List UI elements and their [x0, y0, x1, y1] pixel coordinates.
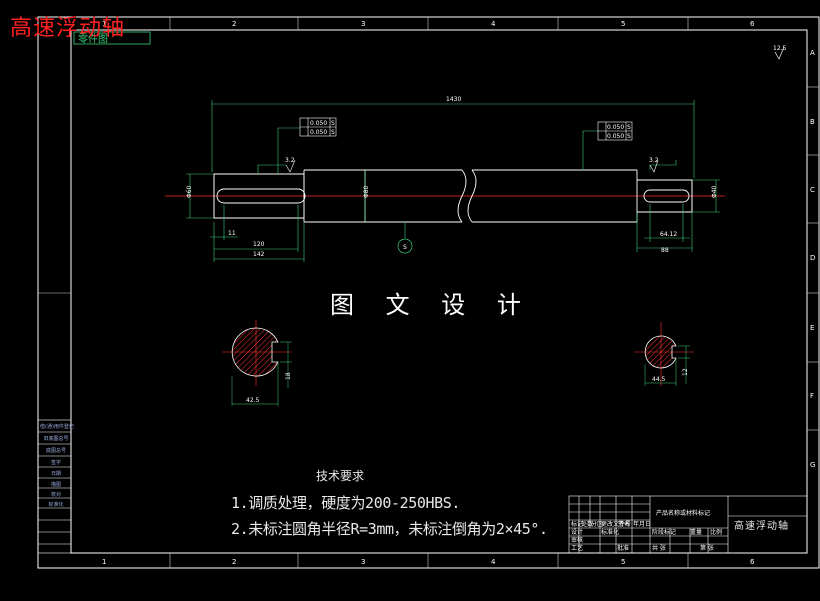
- dimension-lines: [186, 100, 720, 262]
- col-marker-5-bottom: 5: [621, 558, 625, 566]
- side-panel-item-4: 签字: [50, 460, 61, 466]
- tb-cell-approve: 批准: [617, 544, 629, 552]
- tb-company: 产品名称或材料标记: [656, 509, 710, 517]
- dim-right-diameter: Φ40: [711, 185, 718, 198]
- side-panel-grid: [37, 419, 72, 554]
- part-drawing-tag: [73, 31, 151, 45]
- roughness-right-icon: [649, 159, 659, 173]
- section-marker-circle: [397, 238, 413, 254]
- part-drawing-tag-text: 零件图: [78, 33, 108, 45]
- tb-cell-design: 设计: [571, 528, 583, 536]
- col-marker-1-top: 1: [102, 20, 106, 28]
- roughness-left: 3.2: [285, 157, 295, 164]
- side-panel-item-7: 校对: [50, 492, 61, 498]
- dim-keyway-offset: 11: [228, 230, 236, 237]
- col-marker-6-top: 6: [750, 20, 755, 28]
- tb-cell-scale: 比例: [710, 528, 722, 536]
- tol-right-datum-1: S: [627, 124, 631, 131]
- tb-cell-sign: 签名: [618, 520, 630, 528]
- drawing-title: 高速浮动轴: [10, 16, 126, 41]
- section-view-right: [634, 322, 694, 386]
- tolerance-frame-right: [597, 121, 633, 141]
- side-panel-item-2: 旧底图总号: [43, 436, 69, 442]
- col-marker-3-top: 3: [361, 20, 365, 28]
- tb-cell-review: 审核: [571, 536, 583, 544]
- side-panel-item-8: 标准化: [48, 502, 64, 508]
- tb-cell-mark: 标记: [571, 520, 583, 528]
- dim-left-step: 142: [253, 251, 265, 258]
- section-right-key: 12: [682, 368, 689, 376]
- dim-mid-diameter: Φ80: [363, 185, 370, 198]
- row-marker-e: E: [810, 324, 814, 332]
- dim-right-step: 88: [661, 247, 669, 254]
- tb-cell-stage: 阶段标记: [652, 528, 676, 536]
- dim-right-keyway: 64.12: [660, 231, 677, 238]
- section-view-left: [222, 320, 292, 406]
- tb-cell-process: 工艺: [571, 544, 583, 552]
- outer-frame: [37, 16, 820, 569]
- roughness-left-icon: [285, 159, 296, 173]
- tol-left-2: 0.050: [310, 129, 327, 136]
- tb-cell-total-sheets: 共 张: [652, 544, 666, 552]
- title-block-part-name: 高速浮动轴: [734, 521, 789, 532]
- col-marker-5-top: 5: [621, 20, 625, 28]
- tol-left-datum-2: S: [331, 129, 335, 136]
- col-marker-2-top: 2: [232, 20, 236, 28]
- tol-right-datum-2: S: [627, 133, 631, 140]
- tech-requirement-2: 2.未标注圆角半径R=3mm，未标注倒角为2×45°.: [231, 520, 548, 538]
- section-left-width: 42.5: [246, 397, 260, 404]
- side-panel-item-6: 描图: [50, 482, 61, 488]
- tol-right-1: 0.050: [607, 124, 624, 131]
- dim-keyway-length: 120: [253, 241, 265, 248]
- row-marker-c: C: [810, 186, 815, 194]
- col-marker-4-top: 4: [491, 20, 496, 28]
- section-left-key: 18: [285, 372, 292, 380]
- roughness-note: 12.5: [773, 45, 787, 52]
- row-marker-a: A: [810, 49, 815, 57]
- section-right-width: 44.5: [652, 376, 666, 383]
- tb-cell-doc: 更改文件号: [601, 520, 631, 528]
- side-panel-item-1: 借(通)用件登记: [40, 424, 74, 430]
- dim-left-diameter: Φ60: [186, 185, 193, 198]
- col-marker-4-bottom: 4: [491, 558, 496, 566]
- tb-cell-count: 处数: [581, 520, 593, 528]
- title-block-grid: [568, 495, 808, 554]
- tech-requirements-heading: 技术要求: [316, 469, 365, 483]
- dim-overall-length: 1430: [446, 96, 461, 103]
- roughness-right: 3.2: [649, 157, 659, 164]
- col-marker-6-bottom: 6: [750, 558, 755, 566]
- col-marker-1-bottom: 1: [102, 558, 106, 566]
- side-panel-item-5: 日期: [50, 471, 61, 477]
- tol-right-2: 0.050: [607, 133, 624, 140]
- side-panel-item-3: 底图总号: [45, 448, 66, 454]
- roughness-symbol-icon: [774, 46, 785, 60]
- row-marker-b: B: [810, 118, 815, 126]
- tol-left-datum-1: S: [331, 120, 335, 127]
- row-marker-d: D: [810, 254, 815, 262]
- tb-cell-sheet-no: 第 张: [700, 544, 714, 552]
- col-marker-3-bottom: 3: [361, 558, 365, 566]
- row-marker-f: F: [810, 392, 814, 400]
- section-marker-label: S: [403, 244, 407, 251]
- tolerance-frame-left: [299, 117, 337, 137]
- tb-cell-zone: 分区: [591, 520, 603, 528]
- tb-cell-weight: 重量: [690, 528, 702, 536]
- row-marker-g: G: [810, 461, 815, 469]
- tol-left-1: 0.050: [310, 120, 327, 127]
- center-watermark: 图 文 设 计: [330, 291, 533, 319]
- tb-cell-date: 年月日: [633, 520, 651, 528]
- inner-frame: [70, 29, 808, 554]
- col-marker-2-bottom: 2: [232, 558, 236, 566]
- tb-cell-standard: 标准化: [601, 528, 619, 536]
- column-dividers: [38, 17, 819, 568]
- tech-requirement-1: 1.调质处理，硬度为200-250HBS.: [231, 494, 461, 512]
